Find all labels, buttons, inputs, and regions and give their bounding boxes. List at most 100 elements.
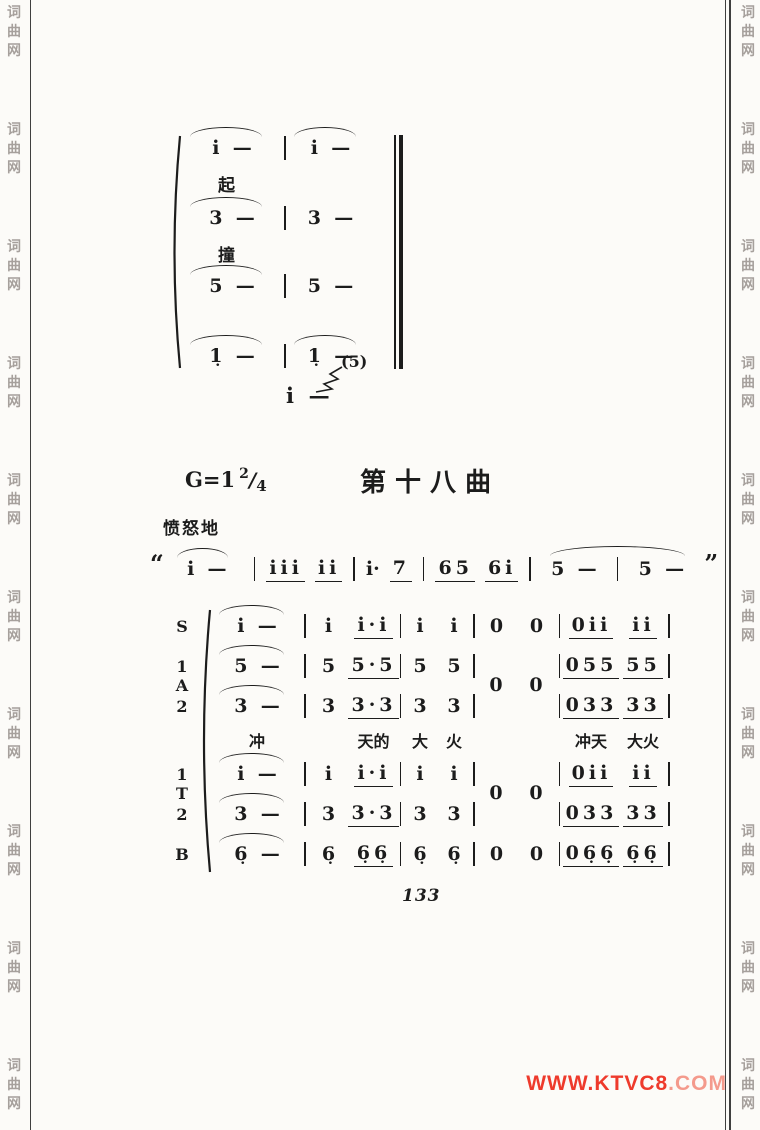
note-text: 3 — <box>234 803 280 825</box>
lyric-cell: 大火 <box>626 732 659 751</box>
note-text: 06̣6̣ <box>562 841 620 867</box>
watermark-group: 词曲网 <box>1 706 27 763</box>
note-cell: 3 — <box>212 685 302 718</box>
rest-zero: 0 <box>529 674 543 696</box>
bar-line <box>284 136 286 160</box>
note-text: 5 <box>413 655 427 677</box>
note-text: 33 <box>623 693 663 719</box>
watermark-char: 词 <box>741 122 755 138</box>
watermark-char: 曲 <box>7 843 21 859</box>
watermark-char: 曲 <box>741 375 755 391</box>
watermark-char: 曲 <box>7 492 21 508</box>
note-cell: 0 <box>477 842 517 866</box>
note-text: 055 <box>562 653 620 679</box>
watermark-char: 词 <box>7 122 21 138</box>
bar-line <box>529 557 531 581</box>
watermark-char: 曲 <box>7 1077 21 1093</box>
watermark-group: 词曲网 <box>735 589 760 646</box>
part-label: 1 <box>176 764 188 784</box>
lyric-text: 撞 <box>218 246 235 266</box>
note-text: 5 — <box>638 558 685 580</box>
watermark-char: 词 <box>7 473 21 489</box>
note-cell: i·i <box>350 613 398 639</box>
lyric-row: 冲天的大火冲天大火 <box>168 726 713 754</box>
part-label: 2 <box>176 696 188 716</box>
tie-arc <box>219 833 284 843</box>
rest-zero: 0 <box>489 674 503 696</box>
note-cell: 0ii <box>562 613 620 639</box>
note-text: i <box>416 615 424 637</box>
bar-line <box>399 762 401 786</box>
watermark-char: 词 <box>7 356 21 372</box>
note-cell: i <box>403 762 437 786</box>
note-cell: 3 <box>308 802 350 826</box>
watermark-group: 词曲网 <box>735 121 760 178</box>
bar-line <box>284 344 286 368</box>
bar-line <box>668 614 670 638</box>
meter-denominator: 4 <box>256 477 267 495</box>
url-suffix: .COM <box>668 1072 727 1095</box>
meter-slash: / <box>248 468 257 492</box>
note-cell: 6̣6̣ <box>620 841 666 867</box>
note-cell: 06̣6̣ <box>562 841 620 867</box>
note-cell: 3·3 <box>348 801 399 827</box>
lyric-cell: 冲天 <box>574 732 607 751</box>
note-text: i <box>450 615 458 637</box>
note-text: 0 <box>489 843 504 865</box>
tie-arc <box>190 265 262 275</box>
bar-line <box>558 762 560 786</box>
watermark-group: 词曲网 <box>735 940 760 997</box>
note-text: 3 — <box>234 695 280 717</box>
note-cell: 5 — <box>212 645 302 678</box>
bar-line <box>616 557 619 581</box>
note-text: i — <box>310 137 351 159</box>
note-text: 033 <box>562 693 620 719</box>
note-cell: 033 <box>562 693 620 719</box>
note-text: i — <box>237 615 277 637</box>
note-cell: 6̣ <box>308 842 350 866</box>
cue-note: i — <box>286 383 330 408</box>
bar-line <box>284 206 286 230</box>
bar-line <box>668 802 670 826</box>
watermark-char: 网 <box>741 277 755 293</box>
watermark-char: 网 <box>7 160 21 176</box>
watermark-group: 词曲网 <box>1 589 27 646</box>
note-text: 1̣ — <box>209 345 255 367</box>
bar-line <box>558 802 560 826</box>
rest-zero: 0 <box>529 782 543 804</box>
watermark-char: 曲 <box>741 24 755 40</box>
tie-arc <box>176 548 229 558</box>
bar-line <box>399 842 401 866</box>
open-quote: “ <box>150 548 164 578</box>
watermark-char: 词 <box>741 590 755 606</box>
bar-line <box>668 842 670 866</box>
note-cell: 3 — <box>212 793 302 826</box>
watermark-char: 曲 <box>741 609 755 625</box>
note-text: 3 <box>447 695 461 717</box>
note-cell: 33 <box>620 801 666 827</box>
bar-line <box>353 557 355 581</box>
watermark-char: 网 <box>7 628 21 644</box>
watermark-column-left: 词曲网词曲网词曲网词曲网词曲网词曲网词曲网词曲网词曲网词曲网 <box>1 0 27 1130</box>
watermark-char: 曲 <box>7 726 21 742</box>
song-title: 第十八曲 <box>360 468 501 498</box>
note-text: 55 <box>623 653 663 679</box>
bar-line <box>668 694 670 718</box>
watermark-group: 词曲网 <box>1 4 27 61</box>
lyric-text: 起 <box>218 176 235 196</box>
note-text: 7 <box>389 556 412 582</box>
watermark-group: 词曲网 <box>735 706 760 763</box>
watermark-char: 网 <box>7 979 21 995</box>
watermark-char: 曲 <box>7 258 21 274</box>
bar-line <box>558 614 560 638</box>
page-border-right-thick <box>729 0 731 1130</box>
note-cell: 55 <box>620 653 666 679</box>
bar-line <box>473 654 475 678</box>
part-label-tenor: T <box>176 784 188 803</box>
rest-zero: 0 <box>489 782 503 804</box>
watermark-group: 词曲网 <box>735 4 760 61</box>
